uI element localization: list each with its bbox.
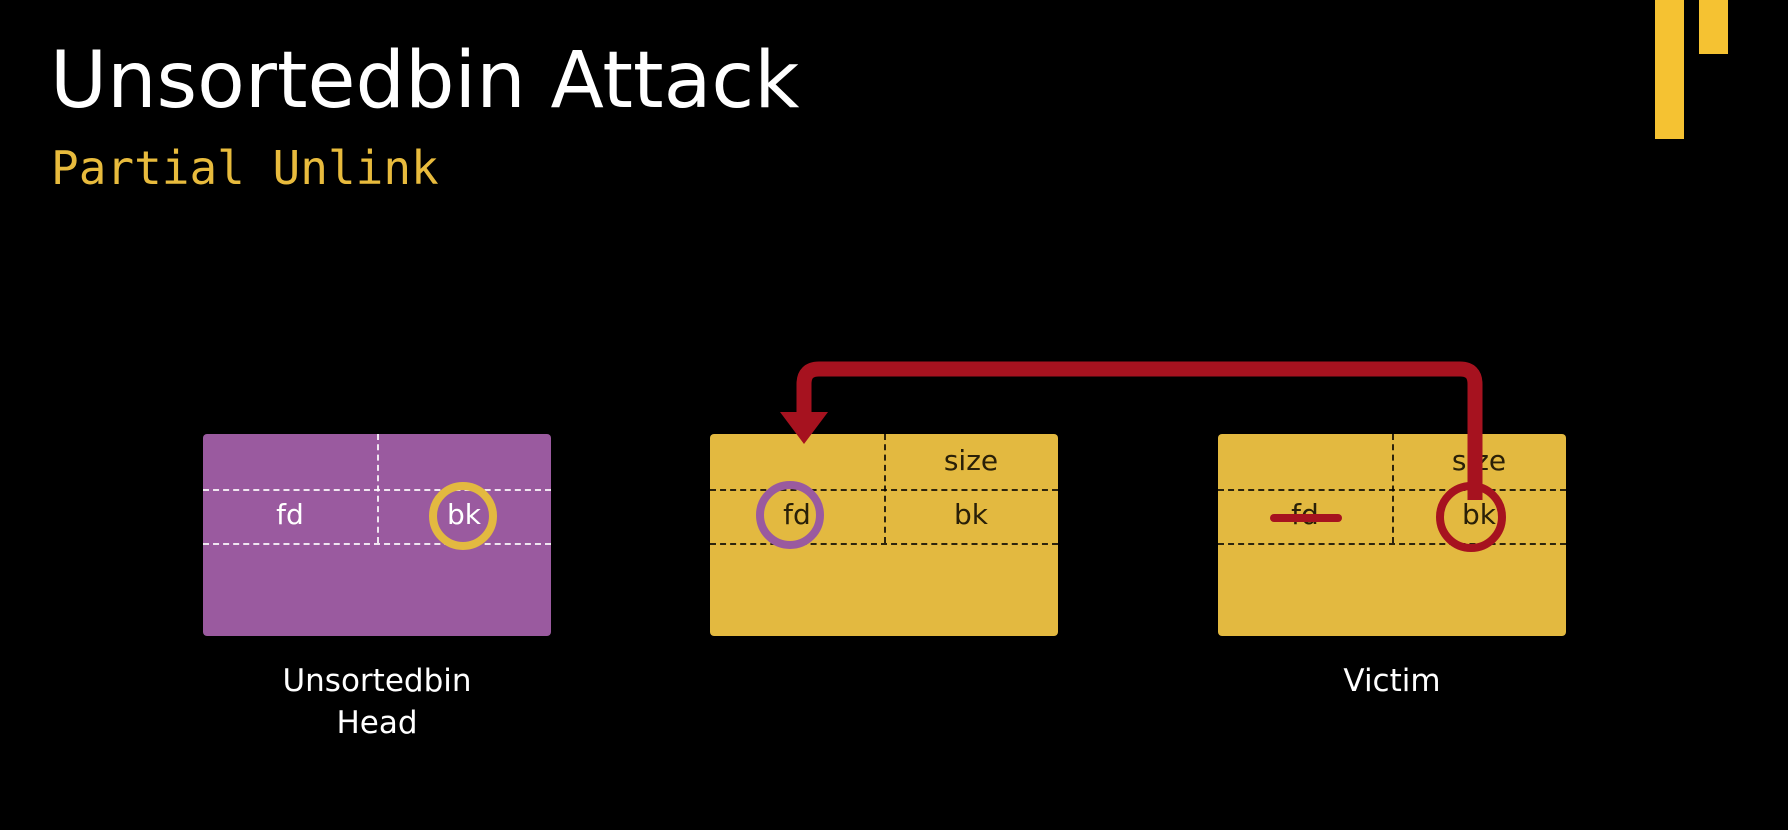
chunk-divider xyxy=(710,543,1058,545)
chunk-size-label: size xyxy=(1451,444,1507,477)
fd-highlight-ring xyxy=(756,481,824,549)
caption-line: Unsortedbin xyxy=(282,663,472,699)
chunk-divider xyxy=(1218,543,1566,545)
chunk-victim: size fd bk xyxy=(1218,434,1566,636)
caption-line: Head xyxy=(336,705,418,741)
slide-subtitle: Partial Unlink xyxy=(51,141,439,195)
chunk-unsortedbin-head: fd bk xyxy=(203,434,551,636)
chunk-bk-label: bk xyxy=(954,498,988,531)
logo-bar-short xyxy=(1699,0,1728,54)
slide-title: Unsortedbin Attack xyxy=(50,36,800,126)
chunk-divider xyxy=(203,543,551,545)
bk-highlight-ring xyxy=(1436,482,1506,552)
caption-victim: Victim xyxy=(1218,660,1566,702)
logo-bar-tall xyxy=(1655,0,1684,139)
fd-strikethrough xyxy=(1270,514,1342,522)
caption-line: Victim xyxy=(1343,663,1441,699)
bk-highlight-ring xyxy=(429,482,497,550)
chunk-divider xyxy=(377,434,379,543)
chunk-middle: size fd bk xyxy=(710,434,1058,636)
chunk-size-label: size xyxy=(943,444,999,477)
caption-unsortedbin-head: Unsortedbin Head xyxy=(203,660,551,744)
chunk-fd-label: fd xyxy=(276,498,304,531)
